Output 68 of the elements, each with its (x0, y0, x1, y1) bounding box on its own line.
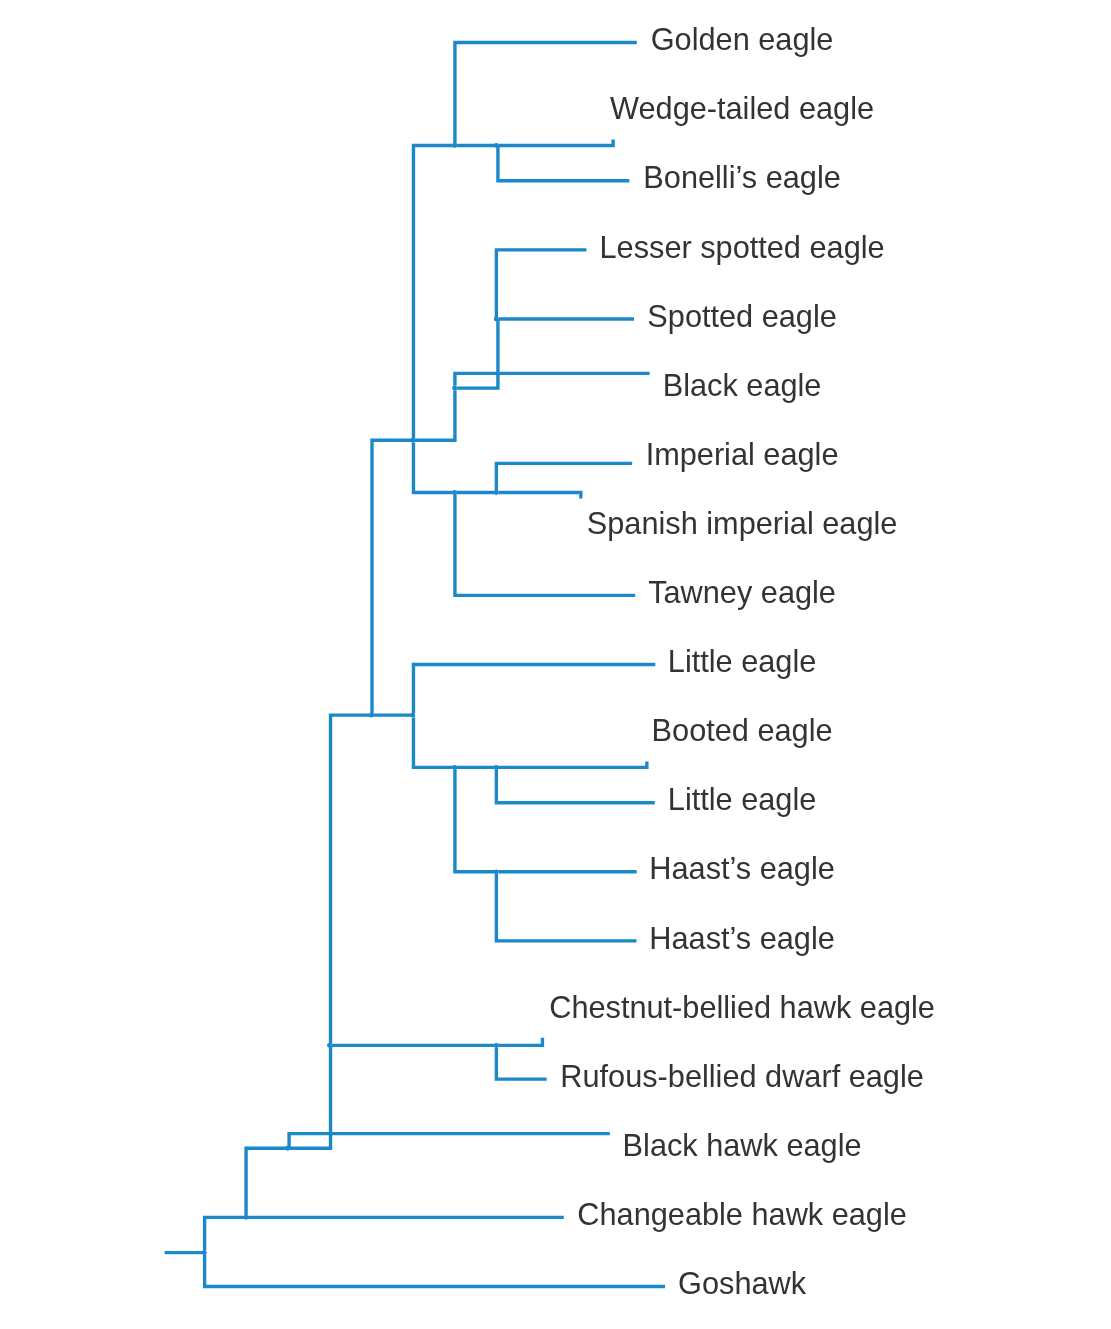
connector (496, 145, 630, 183)
node-text: Booted eagle (651, 713, 833, 749)
connector (287, 1131, 610, 1147)
node-point (452, 385, 457, 391)
connector (494, 461, 633, 491)
connector (202, 1254, 666, 1289)
node-point (410, 437, 416, 443)
node-text: Rufous-bellied dwarf eagle (560, 1058, 924, 1094)
node-text: Little eagle (667, 644, 817, 680)
connector (494, 769, 655, 805)
node-point (493, 869, 499, 875)
node-text: Black eagle (662, 367, 822, 403)
connector (498, 317, 634, 321)
connector (289, 1047, 333, 1150)
node-point (410, 712, 416, 718)
connector (411, 143, 453, 439)
connector (247, 1215, 564, 1219)
connector (494, 873, 637, 943)
node-point (493, 490, 499, 495)
connector (453, 371, 650, 386)
node-text: Imperial eagle (645, 436, 839, 472)
node-text: Tawney eagle (648, 575, 836, 611)
connector (370, 438, 412, 714)
node-point (493, 143, 499, 148)
node-point (368, 712, 374, 718)
node-point (452, 143, 457, 148)
connector (411, 662, 656, 713)
connector (494, 1047, 547, 1081)
connector (456, 490, 495, 495)
connector (202, 1215, 245, 1251)
connector (453, 40, 637, 144)
node-text: Haast’s eagle (649, 920, 835, 956)
node-point (285, 1145, 291, 1151)
node-text: Golden eagle (650, 22, 834, 58)
node-text: Haast’s eagle (649, 851, 835, 887)
connector (456, 765, 495, 770)
connector (372, 713, 412, 717)
node-text: Goshawk (678, 1266, 807, 1302)
connector (411, 442, 453, 495)
connector (456, 319, 500, 390)
node-text: Spanish imperial eagle (586, 505, 898, 541)
node-text: Chestnut-bellied hawk eagle (549, 989, 935, 1025)
connector (244, 1146, 286, 1216)
node-point (493, 316, 499, 322)
connector (494, 248, 587, 318)
node-point (327, 1042, 332, 1048)
node-text: Black hawk eagle (622, 1127, 862, 1163)
node-text: Lesser spotted eagle (599, 229, 885, 265)
connector (414, 390, 457, 442)
node-point (201, 1250, 207, 1256)
node-point (452, 490, 457, 495)
node-point (452, 764, 457, 770)
node-point (493, 1042, 499, 1048)
connector (331, 1043, 495, 1048)
node-text: Changeable hawk eagle (577, 1197, 907, 1233)
connector (164, 1250, 203, 1255)
connector (456, 143, 495, 148)
connector (328, 713, 370, 1044)
connector (411, 717, 453, 770)
connector (453, 769, 495, 874)
connector (498, 870, 637, 874)
node-text: Little eagle (667, 782, 817, 818)
connector (453, 494, 636, 598)
node-point (493, 764, 499, 770)
node-point (243, 1214, 249, 1220)
node-text: Spotted eagle (647, 298, 837, 334)
node-text: Bonelli’s eagle (643, 160, 841, 196)
node-text: Wedge-tailed eagle (610, 91, 875, 127)
